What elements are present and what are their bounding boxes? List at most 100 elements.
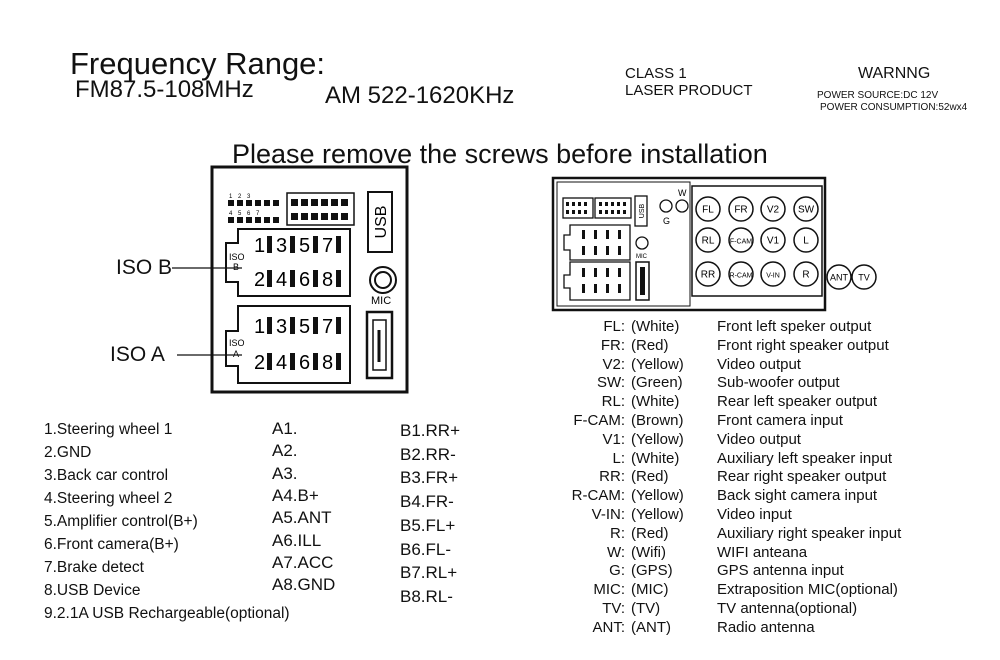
legend-item: 5.Amplifier control(B+): [44, 513, 198, 530]
pin-b-item: B4.FR-: [400, 492, 454, 512]
spec-description: Radio antenna: [717, 618, 815, 636]
spec-color: (Green): [631, 374, 683, 392]
spec-description: Front camera input: [717, 412, 843, 429]
pin-b-item: B5.FL+: [400, 515, 456, 535]
iso-b-pins: 1 3 5 7 2 4 6 8: [254, 235, 333, 291]
spec-code: F-CAM:: [573, 412, 625, 429]
panel-usb-port: [634, 195, 648, 227]
rca-socket: [695, 227, 721, 253]
legend-item: 7.Brake detect: [44, 559, 144, 576]
spec-description: Front right speaker output: [717, 336, 889, 354]
pin-b-item: B8.RL-: [400, 586, 453, 606]
back-panel-outline: [551, 176, 827, 312]
svg-text:W: W: [678, 188, 687, 198]
spec-code: ANT:: [592, 618, 625, 636]
spec-description: Auxiliary left speaker input: [717, 449, 893, 467]
pin-a-item: A6.ILL: [272, 530, 322, 550]
spec-description: Back sight camera input: [717, 487, 878, 505]
spec-code: SW:: [596, 374, 625, 392]
pins-b-list: B1.RR+B2.RR-B3.FR+B4.FR-B5.FL+B6.FL-B7.R…: [400, 421, 510, 621]
antenna-label: ANT: [830, 273, 849, 283]
svg-text:8: 8: [322, 352, 333, 374]
svg-text:6: 6: [299, 269, 310, 291]
rca-socket: [728, 261, 754, 287]
spec-description: Sub-woofer output: [717, 374, 840, 392]
spec-row: FL: (White) Front left speker output: [555, 318, 985, 336]
iso-a-block: [225, 305, 351, 384]
class-line-2: LASER PRODUCT: [625, 82, 753, 99]
spec-color: (ANT): [631, 618, 671, 636]
usb-port: [367, 191, 393, 253]
svg-text:4: 4: [276, 352, 287, 374]
rca-socket: [728, 227, 754, 253]
iso-b-block: [225, 228, 351, 297]
small-header-num: 4: [229, 211, 233, 217]
spec-description: Front left speker output: [717, 318, 872, 335]
rca-socket: [728, 196, 754, 222]
usb-charge-port: [365, 310, 394, 380]
rca-label: SW: [798, 205, 815, 216]
legend-item: 6.Front camera(B+): [44, 536, 179, 553]
warning-title: WARNNG: [858, 65, 931, 82]
frequency-title: Frequency Range:: [70, 46, 326, 81]
spec-row: RL:(White)Rear left speaker output: [555, 393, 985, 411]
spec-code: TV:: [602, 600, 625, 617]
rca-socket: [760, 227, 786, 253]
spec-color: (Red): [631, 524, 669, 542]
rca-label: V1: [767, 236, 780, 247]
power-source: POWER SOURCE:DC 12V: [817, 90, 939, 101]
rca-label: R-CAM: [730, 273, 753, 280]
connector-outline: [210, 165, 409, 394]
pin-b-item: B7.RL+: [400, 563, 458, 583]
spec-description: Rear right speaker output: [717, 468, 887, 486]
spec-color: (Yellow): [631, 487, 684, 505]
spec-row: W:(Wifi)WIFI anteana: [555, 544, 985, 562]
iso-b-label: ISO B: [116, 256, 173, 279]
svg-text:5: 5: [299, 235, 310, 257]
small-header-num: 1: [229, 194, 233, 200]
legend-item: 9.2.1A USB Rechargeable(optional): [44, 605, 290, 622]
spec-code: R-CAM:: [571, 487, 625, 505]
pin-a-item: A3.: [272, 463, 298, 483]
small-header-right: [286, 192, 355, 226]
fm-range: FM87.5-108MHz: [75, 76, 254, 103]
iso-a-label: ISO A: [110, 343, 165, 366]
spec-row: ANT: (ANT) Radio antenna: [555, 619, 985, 637]
svg-text:USB: USB: [639, 203, 646, 218]
svg-text:7: 7: [322, 316, 333, 338]
spec-color: (Red): [631, 336, 669, 354]
spec-code: V2:: [602, 355, 625, 373]
pin-b-item: B3.FR+: [400, 468, 459, 488]
small-header-left: 1 2 3 4 5 6 7: [228, 194, 279, 223]
iso-a-tag-top: ISO: [229, 338, 245, 348]
spec-description: GPS antenna input: [717, 562, 844, 580]
spec-row: R-CAM: (Yellow) Back sight camera input: [555, 487, 985, 505]
spec-row: V-IN:(Yellow)Video input: [555, 506, 985, 524]
rca-label: FL: [702, 205, 714, 216]
spec-code: FL:: [603, 318, 625, 335]
pin-a-item: A8.GND: [272, 575, 336, 595]
pin-b-item: B1.RR+: [400, 421, 460, 440]
legend-item: 2.GND: [44, 444, 92, 461]
rca-label: L: [803, 236, 809, 247]
pin-a-item: A2.: [272, 441, 298, 461]
panel-mic-jack: [635, 236, 649, 250]
small-header-num: 7: [256, 211, 260, 217]
spec-description: Rear left speaker output: [717, 393, 878, 411]
iso-b-tag-top: ISO: [229, 252, 245, 262]
rca-label: F-CAM: [730, 239, 752, 246]
back-panel-inner: [556, 181, 691, 307]
install-notice: Please remove the screws before installa…: [232, 139, 768, 169]
small-header-num: 5: [238, 211, 242, 217]
spec-color: (Yellow): [631, 355, 684, 373]
spec-color: (White): [631, 318, 680, 335]
pin-a-item: A5.ANT: [272, 508, 332, 528]
spec-row: V1:(Yellow)Video output: [555, 431, 985, 449]
svg-text:1: 1: [254, 235, 265, 257]
rca-label: R: [802, 270, 809, 281]
spec-code: W:: [606, 543, 625, 561]
spec-code: FR:: [600, 336, 625, 354]
